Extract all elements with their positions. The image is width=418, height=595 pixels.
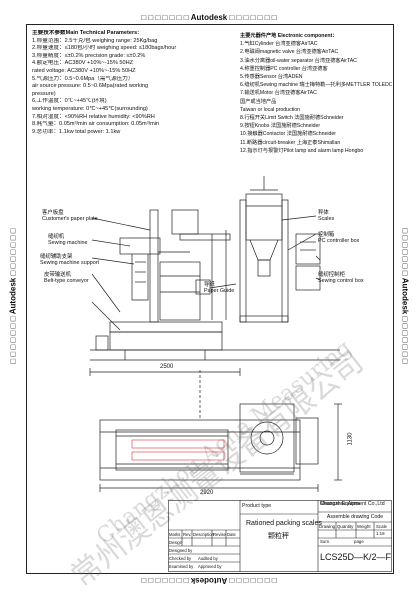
sheet-sum: Sum [320, 539, 330, 544]
product-type-label: Product type [242, 503, 272, 509]
technical-parameters: 主要技术参数Main Technical Parameters: 1.称量范围：… [32, 30, 240, 136]
callout-leaders [91, 215, 321, 331]
row-audited-by: Audited by [198, 556, 218, 561]
col-description: Description [193, 532, 214, 537]
param-line: rated voltage: AC380V +10%~-15% 50HZ [32, 67, 136, 74]
param-line: pressure) [32, 90, 56, 97]
param-line: 2.称量速度：≤180包/小时 weighing speed: ≤180bags… [32, 45, 177, 52]
title-block-grid [168, 500, 392, 572]
component-line: 12.指示灯与报警灯Pilot lamp and alarm lamp Hong… [240, 147, 364, 154]
front-view [89, 176, 340, 376]
param-line: 7.相对湿度：<90%RH relative humidity: <90%RH [32, 113, 155, 120]
row-design: Design [169, 540, 183, 545]
col-scale: Scale [376, 524, 387, 529]
row-checked-by: Checked by [169, 556, 192, 561]
drawing-sheet [26, 24, 394, 574]
component-line: 6.缝纫机Sewing machine 瑞士梅特勒—托利多METTLER TOL… [240, 82, 392, 89]
product-name-en: Rationed packing scales [246, 520, 322, 527]
dimension-front-length: 2500 [160, 364, 174, 370]
col-drawing: Drawing [319, 524, 336, 529]
param-line: 5.气源压力：0.5~0.6Mpa（需气源压力） [32, 75, 134, 82]
component-line: 8.行程开关Limit Switch 法国施耐德Schneider [240, 115, 344, 122]
param-line: 6.工作温度：0℃~+45℃(环境) [32, 98, 107, 105]
top-view [99, 370, 342, 492]
model-number: LCS25D—K/2—F [320, 552, 392, 562]
sheet-page: page [354, 539, 364, 544]
component-line: Taiwan or local production [240, 106, 300, 113]
dimension-top-height: 1130 [347, 432, 354, 446]
component-line: 11.断路器circuit-breaker 上海正泰Shimallan [240, 139, 341, 146]
component-line: 10.接触器Contactor 法国施耐德Schneider [240, 131, 337, 138]
param-line: 1.称量范围：2.5千克/包 weighing range: 25Kg/bag [32, 37, 158, 44]
param-line: 8.耗气量：0.05m³/min air consumption: 0.05m³… [32, 121, 160, 128]
autodesk-watermark-top: □ □ □ □ □ □ □ Autodesk □ □ □ □ □ □ □ [141, 13, 277, 22]
row-approved-by: Approved by [198, 564, 222, 569]
component-line: 7.输送机Motor 台湾亚德客AirTAC [240, 90, 317, 97]
col-date: Date [227, 532, 236, 537]
col-revise: Revise [213, 532, 226, 537]
electronic-components: 主要元器件产地 Electronic component： 1.气缸Cylind… [240, 32, 392, 155]
component-line: 1.气缸Cylinder 台湾亚德客AirTAC [240, 41, 318, 48]
component-line: 3.油水分离器oil-water separator 台湾亚德客AirTAC [240, 57, 357, 64]
param-line: 3.称量精度：≤±0.2% precision grade: ≤±0.2% [32, 52, 146, 59]
row-designed-by: Designed by [169, 548, 193, 553]
col-weight: Weight [357, 524, 371, 529]
component-line: 2.电磁阀magnetic valve 台湾亚德客AirTAC [240, 49, 339, 56]
components-heading: 主要元器件产地 Electronic component： [240, 33, 338, 39]
col-quantity: Quantity [337, 524, 354, 529]
param-line: air source pressure: 0.5~0.6Mpa(rated wo… [32, 83, 149, 90]
component-line: 国产或当地产品 [240, 98, 277, 105]
col-rev: Rev. [183, 532, 192, 537]
param-line: working temperature: 0℃~+45℃(surrounding… [32, 105, 148, 112]
component-line: 5.传感器Sensor 台湾ADEN [240, 74, 303, 81]
component-line: 4.称重控制器PC controller 台湾亚德客 [240, 65, 328, 72]
param-line: 9.总功率：1.1kw total power: 1.1kw [32, 128, 121, 135]
dimension-top-width: 2920 [200, 490, 214, 496]
parameters-heading: 主要技术参数Main Technical Parameters: [32, 30, 140, 36]
drawing-type: Assemble drawing Code [326, 514, 384, 520]
scale-value: 1:18 [376, 531, 385, 536]
product-name-cn: 颗粒秤 [268, 533, 289, 540]
row-examined-by: Examined by [169, 564, 194, 569]
param-line: 4.额定电压：AC380V +10%~-15% 50HZ [32, 60, 134, 67]
component-line: 9.按钮Knobs 法国施耐德Schneider [240, 123, 321, 130]
col-marks: Marks [169, 532, 181, 537]
